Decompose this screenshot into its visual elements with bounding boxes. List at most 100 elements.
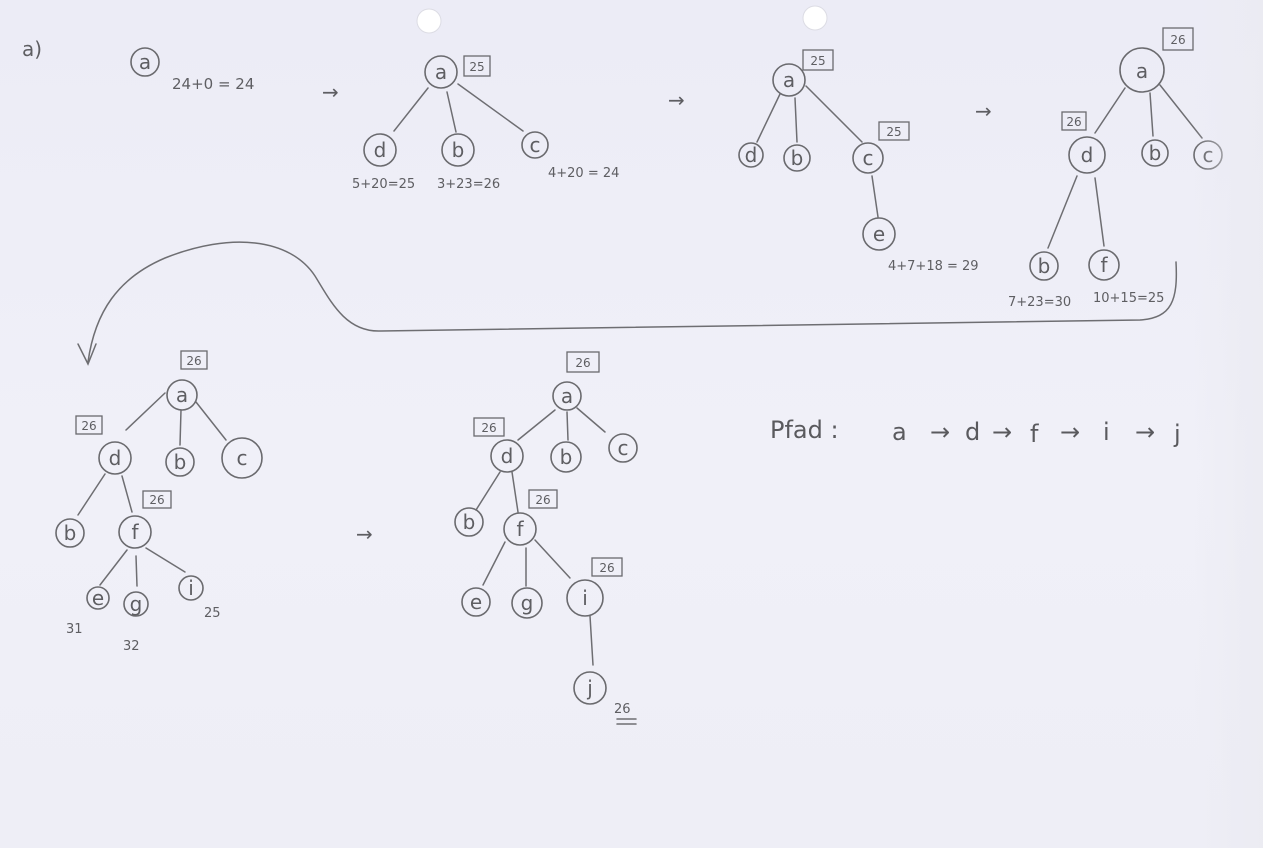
arrow-1: → (322, 80, 339, 104)
node-s2-b (783, 144, 811, 172)
node-s3-c-label: c (1203, 143, 1214, 167)
node-s4-g (123, 591, 149, 617)
start-formula: 24+0 = 24 (172, 75, 254, 93)
s4-d-f-box (75, 415, 103, 435)
node-s4-e-label: e (92, 586, 104, 610)
s2-e-formula: 4+7+18 = 29 (888, 259, 979, 274)
s5-goal-value: 26 (614, 702, 631, 717)
s4-d-f: 26 (81, 419, 96, 433)
s1-root-f-box (463, 55, 491, 77)
node-start-a-label: a (139, 50, 151, 74)
node-s1-b (441, 133, 475, 167)
s4-root-f: 26 (186, 354, 201, 368)
node-s2-e (862, 217, 896, 251)
node-s5-i-label: i (582, 586, 588, 610)
node-s4-e (86, 586, 110, 610)
connector-arrowhead (77, 343, 97, 366)
node-s1-c (521, 131, 549, 159)
node-s4-c-label: c (237, 446, 248, 470)
s1-root-f: 25 (469, 60, 484, 74)
path-result: Pfad : a → d → f → i → j (770, 416, 1181, 448)
s5-f-f: 26 (535, 493, 550, 507)
s4-g-value: 32 (123, 639, 140, 654)
start-node-group: a 24+0 = 24 (130, 47, 254, 93)
s2-root-f-box (802, 49, 834, 71)
s1-d-formula: 5+20=25 (352, 177, 415, 192)
punch-hole-right (802, 5, 828, 31)
path-arrow-2: → (992, 418, 1012, 446)
node-s1-b-label: b (452, 138, 465, 162)
node-s3-d-label: d (1081, 143, 1094, 167)
s5-f-f-box (528, 489, 558, 509)
tree-step-2: a 25 d b c 25 e 4+7+18 = 29 (738, 49, 979, 274)
node-s5-b2 (454, 507, 484, 537)
node-s3-f-label: f (1100, 253, 1108, 277)
node-s4-i-label: i (188, 576, 194, 600)
s5-i-f: 26 (599, 561, 614, 575)
path-arrow-1: → (930, 418, 950, 446)
s3-d-f-box (1061, 111, 1087, 131)
node-s3-b2 (1029, 251, 1059, 281)
node-s4-d-label: d (109, 446, 122, 470)
node-s2-a (772, 63, 806, 97)
s5-d-f-box (473, 417, 505, 437)
node-s2-c-label: c (863, 146, 874, 170)
path-arrow-4: → (1135, 418, 1155, 446)
s1-c-formula: 4+20 = 24 (548, 166, 619, 181)
part-label: a) (22, 37, 42, 61)
node-s5-d-label: d (501, 444, 514, 468)
path-node-4: i (1103, 418, 1110, 446)
node-s3-f (1088, 249, 1120, 281)
s3-d-f: 26 (1066, 115, 1081, 129)
s3-f-formula: 10+15=25 (1093, 291, 1164, 306)
node-s4-b-label: b (174, 450, 187, 474)
tree-step-5: a 26 d 26 b c b f 26 e g i 26 j 26 (454, 351, 638, 725)
s2-c-f-box (878, 121, 910, 141)
node-s5-b2-label: b (463, 510, 476, 534)
node-s3-c (1193, 140, 1223, 170)
path-node-2: d (965, 418, 980, 446)
node-s5-b-label: b (560, 445, 573, 469)
node-s2-e-label: e (873, 222, 885, 246)
node-s2-c (852, 142, 884, 174)
node-s3-b2-label: b (1038, 254, 1051, 278)
arrow-2: → (668, 88, 685, 112)
node-s5-f-label: f (516, 517, 524, 541)
s1-b-formula: 3+23=26 (437, 177, 500, 192)
node-s4-a (166, 379, 198, 411)
node-s5-j (573, 671, 607, 705)
node-s5-j-label: j (586, 676, 593, 700)
node-s5-d (490, 439, 524, 473)
s4-f-f: 26 (149, 493, 164, 507)
node-s3-d (1068, 136, 1106, 174)
path-arrow-3: → (1060, 418, 1080, 446)
node-s5-a-label: a (561, 384, 573, 408)
node-s2-b-label: b (791, 146, 804, 170)
node-s4-b2-label: b (64, 521, 77, 545)
node-s4-f (118, 515, 152, 549)
node-s5-b (550, 441, 582, 473)
node-s1-a (424, 55, 458, 89)
node-s5-e-label: e (470, 590, 482, 614)
s5-root-f-box (566, 351, 600, 373)
node-s3-a-label: a (1136, 59, 1148, 83)
node-s3-b-label: b (1149, 141, 1162, 165)
node-s5-c-label: c (618, 436, 629, 460)
node-s1-c-label: c (530, 133, 541, 157)
s5-root-f: 26 (575, 356, 590, 370)
node-s1-a-label: a (435, 60, 447, 84)
node-s2-d (738, 142, 764, 168)
s2-c-f: 25 (886, 125, 901, 139)
path-node-1: a (892, 418, 907, 446)
s4-i-value: 25 (204, 606, 221, 621)
s2-root-f: 25 (810, 54, 825, 68)
node-s4-b (165, 447, 195, 477)
s4-e-value: 31 (66, 622, 83, 637)
node-s5-i (566, 579, 604, 617)
node-s2-a-label: a (783, 68, 795, 92)
arrow-4: → (356, 522, 373, 546)
node-start-a (130, 47, 160, 77)
s4-root-f-box (180, 350, 208, 370)
